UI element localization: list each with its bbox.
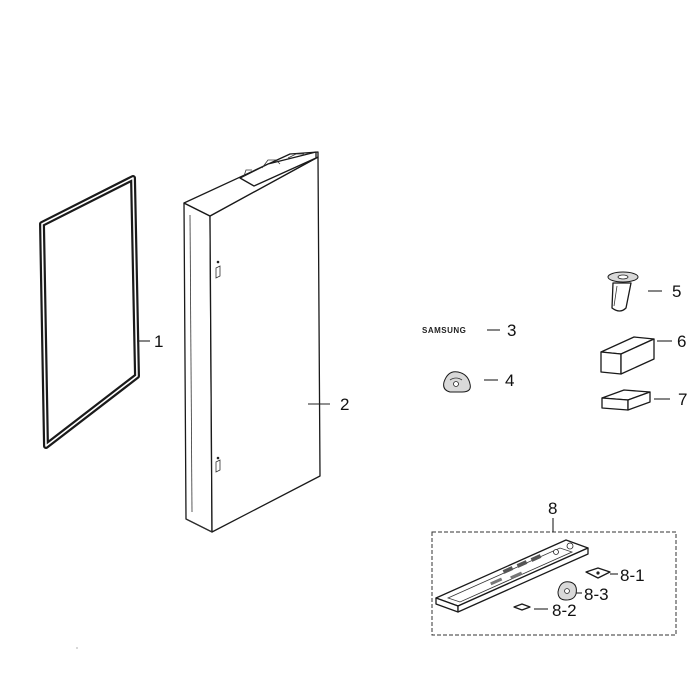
callout-2: 2 [340,395,349,414]
bracket-slots [490,554,542,586]
plate-part-8-1 [585,567,611,579]
callout-6: 6 [677,332,686,351]
callout-8-1: 8-1 [620,566,645,585]
callout-8: 8 [548,499,557,518]
pin-part [607,271,639,312]
cam-part-8-3 [557,581,577,601]
logo-badge-text: SAMSUNG [422,326,466,335]
door-gasket-part [39,175,140,449]
door-assembly-part [183,151,321,533]
hinge-bracket-part [435,539,589,613]
hinge-cover-part [443,371,471,393]
callout-5: 5 [672,282,681,301]
stray-speck [76,647,78,649]
callout-4: 4 [505,371,514,390]
logo-badge-part: SAMSUNG [422,326,466,335]
washer-part-8-2 [513,603,531,611]
assembly-8-frame [431,531,677,636]
callout-8-2: 8-2 [552,601,577,620]
callout-1: 1 [154,332,163,351]
callout-3: 3 [507,321,516,340]
foam-block-part [600,336,655,375]
pad-part [601,389,651,411]
callout-7: 7 [678,390,687,409]
callout-8-3: 8-3 [584,585,609,604]
